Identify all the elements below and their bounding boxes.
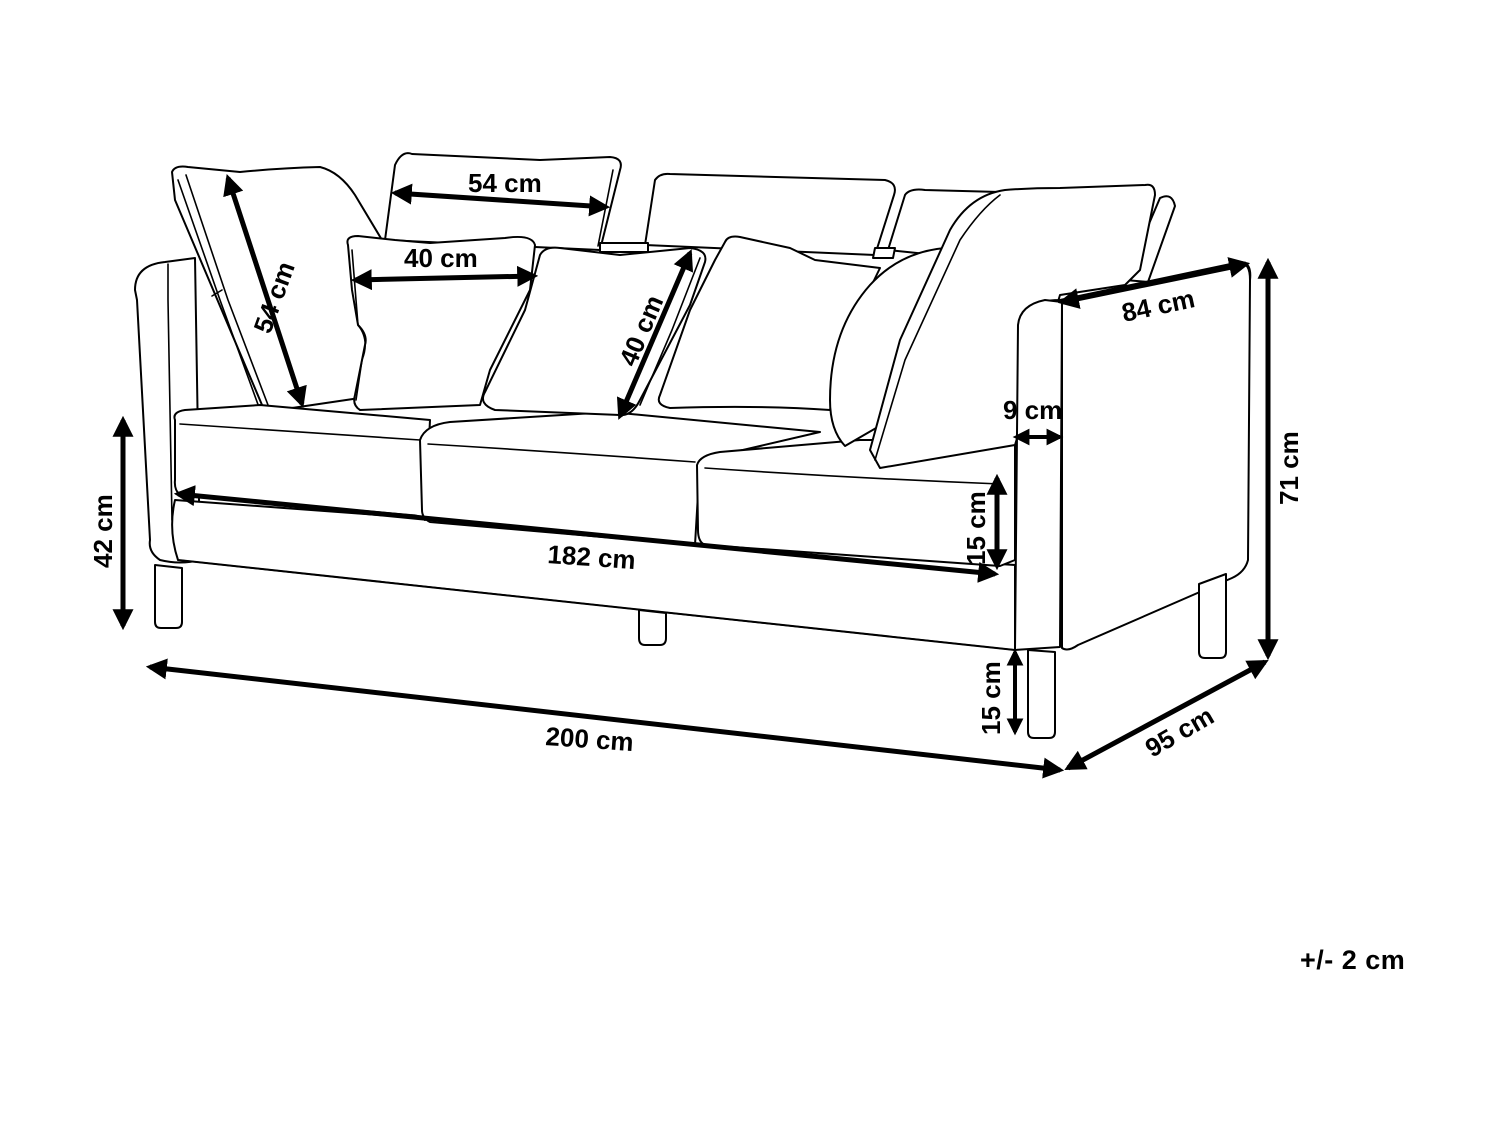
dim-throw-pillow-height xyxy=(616,249,694,420)
label-seat-height: 42 cm xyxy=(88,494,118,568)
label-total-width: 200 cm xyxy=(545,721,635,757)
label-throw-pillow-width: 40 cm xyxy=(404,243,478,273)
armrest-inner-face xyxy=(1014,299,1063,651)
leg-front-right xyxy=(1027,649,1056,739)
right-armrest xyxy=(1014,261,1252,651)
label-armrest-width: 9 cm xyxy=(1003,395,1062,425)
dim-total-width xyxy=(145,658,1065,779)
dimension-lines xyxy=(112,174,1279,779)
label-back-cushion-width: 54 cm xyxy=(468,168,542,198)
label-seat-cushion-thickness: 15 cm xyxy=(961,491,991,565)
leg-front-left xyxy=(154,564,183,629)
leg-back-right xyxy=(1198,573,1227,659)
dim-back-cushion-width xyxy=(390,183,611,217)
tolerance-note: +/- 2 cm xyxy=(1300,945,1406,975)
dim-back-cushion-height xyxy=(223,174,307,408)
back-cushion-right-tilted xyxy=(869,183,1156,469)
dim-armrest-depth xyxy=(1057,257,1251,309)
dim-total-depth xyxy=(1064,659,1269,771)
back-cushion-2 xyxy=(644,172,896,256)
label-leg-height: 15 cm xyxy=(976,661,1006,735)
label-total-height: 71 cm xyxy=(1274,431,1304,505)
label-seat-width: 182 cm xyxy=(547,539,637,575)
dim-seat-width xyxy=(173,485,1000,583)
leg-front-middle xyxy=(638,609,667,646)
dim-throw-pillow-width xyxy=(350,265,539,291)
